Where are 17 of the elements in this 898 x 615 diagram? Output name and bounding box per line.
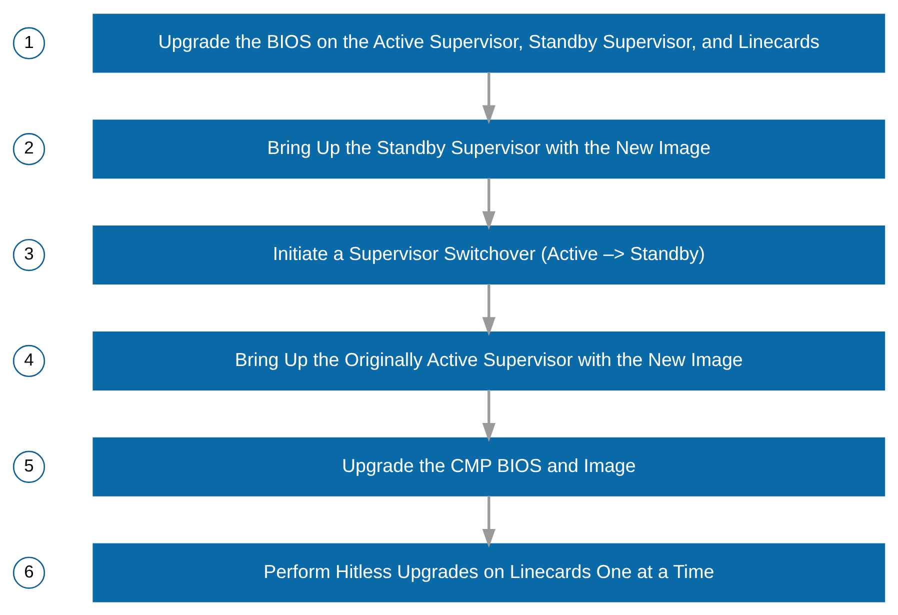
arrow bbox=[482, 284, 496, 336]
node-box: Upgrade the BIOS on the Active Supervisor, Standby Supervisor, and Linecards bbox=[92, 13, 886, 72]
node-circle: 2 bbox=[12, 132, 46, 165]
node-circle: 6 bbox=[12, 556, 46, 588]
node-box: Upgrade the CMP BIOS and Image bbox=[92, 436, 886, 496]
node-circle: 3 bbox=[12, 238, 46, 271]
arrow bbox=[482, 178, 496, 230]
node-box: Bring Up the Originally Active Supervisor with the New Image bbox=[92, 330, 886, 390]
arrow bbox=[482, 389, 496, 442]
node-circle: 1 bbox=[12, 26, 46, 59]
node-box: Perform Hitless Upgrades on Linecards One at a Time bbox=[92, 542, 886, 602]
node-circle: 5 bbox=[12, 450, 46, 482]
node-circle: 4 bbox=[12, 344, 46, 377]
node-box: Bring Up the Standby Supervisor with the New Image bbox=[92, 119, 886, 178]
arrow bbox=[482, 72, 496, 124]
arrow bbox=[482, 495, 496, 548]
node-box: Initiate a Supervisor Switchover (Active –> Standby) bbox=[92, 225, 886, 284]
